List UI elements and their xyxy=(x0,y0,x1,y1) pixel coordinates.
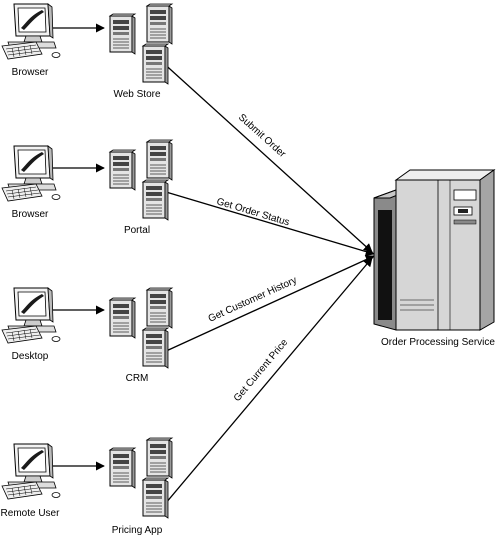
message-arrow xyxy=(165,191,375,257)
system-label: CRM xyxy=(126,373,149,384)
order-processing-service-node: Order Processing Service xyxy=(373,169,496,348)
client-node: Desktop xyxy=(1,287,61,362)
client-node: Browser xyxy=(1,3,61,78)
server-cluster-icon xyxy=(110,4,172,84)
system-label: Web Store xyxy=(113,89,160,100)
client-node: Browser xyxy=(1,145,61,220)
client-label: Browser xyxy=(12,67,49,78)
client-label: Browser xyxy=(12,209,49,220)
server-cluster-icon xyxy=(110,140,172,220)
desktop-computer-icon xyxy=(1,443,61,500)
system-node: CRM xyxy=(110,288,172,384)
message-label: Get Order Status xyxy=(215,196,291,228)
system-node: Pricing App xyxy=(110,438,172,536)
client-label: Remote User xyxy=(1,508,61,519)
server-cluster-icon xyxy=(110,438,172,518)
desktop-computer-icon xyxy=(1,287,61,344)
message-label: Get Customer History xyxy=(207,275,299,325)
system-node: Web Store xyxy=(110,4,172,100)
client-node: Remote User xyxy=(1,443,61,519)
message-arrow xyxy=(163,255,375,353)
desktop-computer-icon xyxy=(1,3,61,60)
service-label: Order Processing Service xyxy=(381,337,495,348)
mainframe-server-icon xyxy=(373,169,496,331)
system-node: Portal xyxy=(110,140,172,236)
server-cluster-icon xyxy=(110,288,172,368)
message-arrow xyxy=(159,59,373,253)
message-label: Get Current Price xyxy=(232,337,291,404)
desktop-computer-icon xyxy=(1,145,61,202)
connectors xyxy=(52,23,375,511)
system-label: Portal xyxy=(124,225,150,236)
system-label: Pricing App xyxy=(112,525,163,536)
message-arrow xyxy=(159,257,373,511)
client-label: Desktop xyxy=(12,351,49,362)
